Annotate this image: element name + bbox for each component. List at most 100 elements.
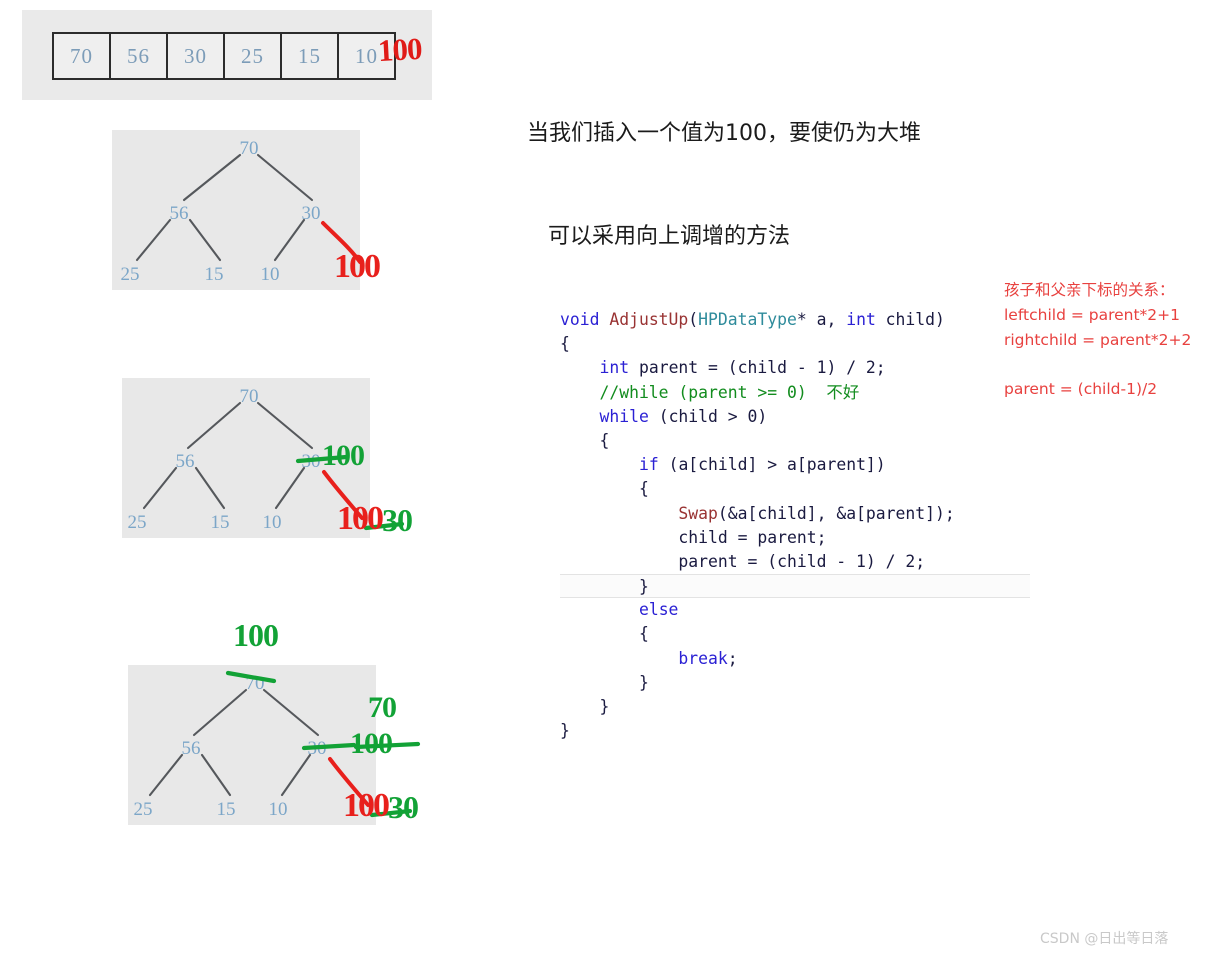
tree-step-two-green-ink-30: 30 — [388, 789, 419, 825]
tree-node: 25 — [128, 512, 147, 533]
code-token: int — [599, 358, 630, 378]
code-token: parent = (child - 1) / 2; — [629, 358, 886, 378]
code-token: (child > 0) — [648, 406, 768, 426]
tree-step-one-green-ink-100: 100 — [322, 439, 365, 472]
code-line: } — [560, 695, 1040, 719]
tree-step-one: 70 56 30 25 15 10 100 100 30 — [122, 378, 413, 538]
note-rightchild: rightchild = parent*2+2 — [1004, 331, 1192, 349]
code-line: void AdjustUp(HPDataType* a, int child) — [560, 308, 1040, 332]
code-token: else — [638, 600, 679, 620]
tree-node: 15 — [205, 264, 224, 285]
heading-line-2: 可以采用向上调增的方法 — [548, 224, 791, 249]
code-line: child = parent; — [560, 526, 1040, 550]
code-line: { — [560, 332, 1040, 356]
array-cell: 70 — [52, 32, 109, 80]
code-token: AdjustUp — [609, 310, 689, 329]
code-line: { — [560, 477, 1040, 501]
code-token: { — [560, 430, 610, 450]
code-token: } — [560, 577, 649, 597]
tree-node: 10 — [261, 264, 280, 285]
note-leftchild: leftchild = parent*2+1 — [1004, 306, 1181, 324]
code-line-highlighted: } — [560, 574, 1030, 599]
code-line: { — [560, 429, 1040, 453]
code-line: int parent = (child - 1) / 2; — [560, 356, 1040, 380]
tree-step-two: 70 56 30 25 15 10 100 70 100 100 30 — [128, 617, 421, 825]
code-token — [560, 407, 599, 426]
tree-node: 10 — [263, 512, 282, 533]
tree-node: 25 — [121, 264, 140, 285]
code-token: { — [560, 334, 570, 354]
tree-node: 70 — [240, 138, 259, 159]
tree-node: 56 — [182, 738, 201, 759]
csdn-watermark: CSDN @日出等日落 — [1040, 931, 1169, 947]
tree-step-one-graphic: 70 56 30 25 15 10 — [128, 386, 405, 533]
array-figure: 70 56 30 25 15 10 — [22, 10, 432, 100]
code-line: Swap(&a[child], &a[parent]); — [560, 502, 1040, 526]
tree-step-one-red-ink-100: 100 — [337, 500, 384, 537]
code-token: ; — [727, 648, 738, 668]
code-token: Swap — [678, 503, 718, 523]
tree-node: 25 — [134, 799, 153, 820]
tree-initial-background — [112, 130, 360, 290]
code-line: parent = (child - 1) / 2; — [560, 550, 1040, 574]
array-cell: 30 — [166, 32, 223, 80]
tree-node: 15 — [211, 512, 230, 533]
array-cells: 70 56 30 25 15 10 — [52, 32, 396, 80]
code-line: break; — [560, 647, 1040, 671]
code-token: } — [560, 672, 649, 692]
code-token: ( — [688, 310, 699, 329]
tree-step-two-green-ink-100-top: 100 — [233, 617, 279, 653]
tree-step-two-red-ink-100: 100 — [343, 787, 390, 824]
tree-node: 56 — [170, 203, 189, 224]
code-token: { — [560, 479, 649, 499]
code-token: * a, — [796, 310, 847, 329]
code-line: { — [560, 622, 1040, 646]
code-token: parent = (child - 1) / 2; — [560, 551, 926, 571]
tree-initial-graphic: 70 56 30 25 15 10 — [121, 138, 362, 285]
tree-initial-red-ink-100: 100 — [334, 248, 381, 285]
array-cell: 25 — [223, 32, 280, 80]
code-line: if (a[child] > a[parent]) — [560, 453, 1040, 477]
code-line: while (child > 0) — [560, 405, 1040, 429]
index-relation-note: 孩子和父亲下标的关系： leftchild = parent*2+1 right… — [1004, 278, 1232, 402]
tree-node: 56 — [176, 451, 195, 472]
code-token — [560, 649, 678, 668]
code-token: } — [560, 697, 610, 716]
code-line: } — [560, 671, 1040, 695]
tree-step-two-green-ink-70: 70 — [368, 691, 397, 724]
code-token: child) — [875, 310, 945, 329]
code-token: void — [560, 310, 610, 329]
code-token: if — [638, 455, 659, 475]
heading-line-1: 当我们插入一个值为100，要使仍为大堆 — [527, 121, 921, 146]
array-cell: 15 — [280, 32, 337, 80]
array-cell: 56 — [109, 32, 166, 80]
tree-step-two-graphic: 70 56 30 25 15 10 — [134, 670, 421, 820]
note-parent: parent = (child-1)/2 — [1004, 380, 1158, 398]
code-token: child = parent; — [560, 527, 827, 547]
tree-initial: 70 56 30 25 15 10 100 — [112, 130, 381, 290]
code-token: HPDataType — [698, 310, 797, 329]
code-token: { — [560, 624, 649, 644]
code-line: //while (parent >= 0) 不好 — [560, 381, 1040, 405]
code-token: break — [678, 648, 728, 668]
note-title: 孩子和父亲下标的关系： — [1004, 281, 1175, 299]
tree-node: 15 — [217, 799, 236, 820]
code-token — [560, 455, 639, 474]
array-ink-annotation-100: 100 — [377, 30, 423, 69]
code-token: //while (parent >= 0) 不好 — [560, 382, 860, 402]
code-token — [560, 504, 678, 523]
code-token — [560, 358, 599, 377]
code-line: else — [560, 598, 1040, 622]
code-token: } — [560, 721, 570, 741]
code-block: void AdjustUp(HPDataType* a, int child){… — [560, 308, 1040, 743]
code-token — [560, 600, 639, 619]
array-cell: 10 — [337, 32, 396, 80]
code-line: } — [560, 719, 1040, 743]
tree-node: 30 — [302, 203, 321, 224]
tree-step-two-green-ink-100: 100 — [350, 727, 393, 760]
code-token: (a[child] > a[parent]) — [658, 455, 886, 475]
tree-node: 70 — [240, 386, 259, 407]
tree-node: 10 — [269, 799, 288, 820]
code-token: int — [846, 310, 876, 329]
code-token: while — [599, 406, 649, 426]
